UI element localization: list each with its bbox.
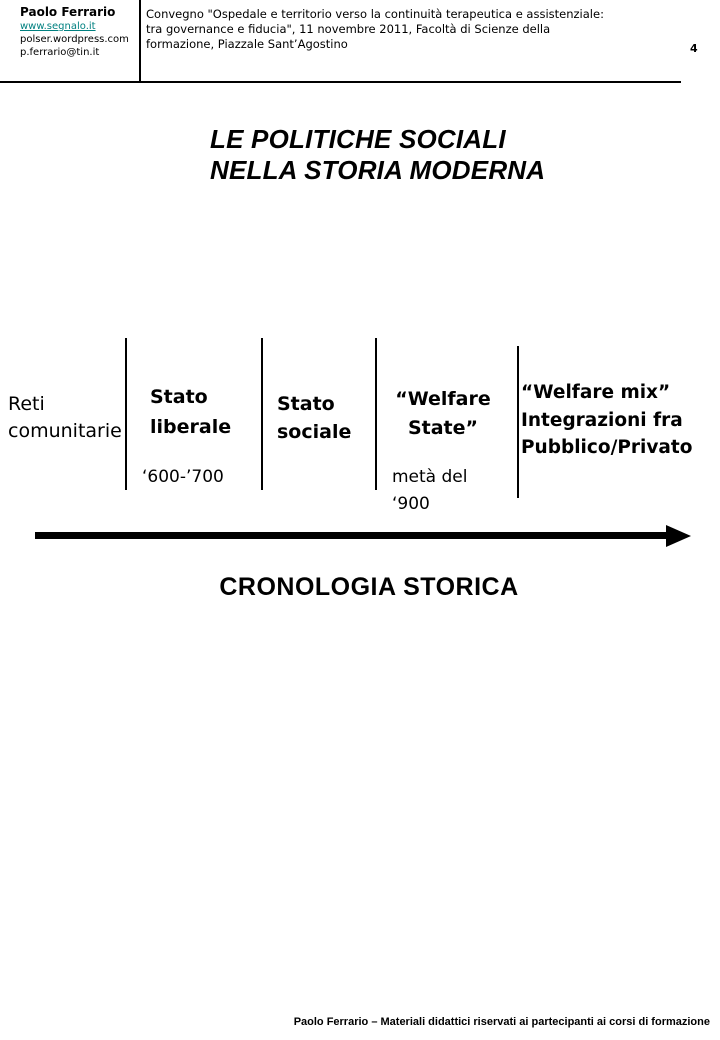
timeline-divider — [517, 346, 519, 498]
author-email: p.ferrario@tin.it — [20, 47, 100, 58]
timeline-stage-label-reti-comunitarie: Reti comunitarie — [8, 393, 122, 442]
slide-title-line1: LE POLITICHE SOCIALI — [210, 124, 506, 154]
author-website-link[interactable]: www.segnalo.it — [20, 21, 96, 32]
timeline-stage-period-welfare-state: metà del ‘900 — [392, 467, 468, 514]
arrow-shaft — [35, 532, 668, 539]
timeline-stage-label-stato-sociale: Stato sociale — [277, 393, 352, 443]
timeline-divider — [375, 338, 377, 490]
header-bottom-border — [0, 81, 681, 83]
conference-title-line1: Convegno "Ospedale e territorio verso la… — [146, 7, 604, 21]
timeline-divider — [125, 338, 127, 490]
conference-title-line2: tra governance e fiducia", 11 novembre 2… — [146, 22, 551, 36]
arrow-right-icon — [666, 525, 691, 547]
timeline-divider — [261, 338, 263, 490]
timeline-stage-period-stato-liberale: ‘600-’700 — [142, 467, 224, 487]
slide-title-line2: NELLA STORIA MODERNA — [210, 155, 546, 185]
timeline-stage-label-welfare-state: “Welfare State” — [395, 388, 491, 439]
conference-title: Convegno "Ospedale e territorio verso la… — [146, 7, 674, 52]
header-vertical-divider — [139, 0, 141, 81]
conference-title-line3: formazione, Piazzale Sant’Agostino — [146, 37, 348, 51]
author-name: Paolo Ferrario — [20, 5, 116, 19]
chronology-axis-label: CRONOLOGIA STORICA — [219, 573, 519, 601]
footer-credit: Paolo Ferrario – Materiali didattici ris… — [293, 1016, 710, 1028]
slide-title: LE POLITICHE SOCIALI NELLA STORIA MODERN… — [210, 124, 550, 186]
header-author-block: Paolo Ferrario www.segnalo.it polser.wor… — [20, 5, 138, 59]
timeline-stage-label-welfare-mix: “Welfare mix” Integrazioni fra Pubblico/… — [521, 382, 693, 458]
page-number: 4 — [690, 42, 698, 55]
timeline-stage-label-stato-liberale: Stato liberale — [150, 386, 232, 438]
author-blog: polser.wordpress.com — [20, 34, 129, 45]
